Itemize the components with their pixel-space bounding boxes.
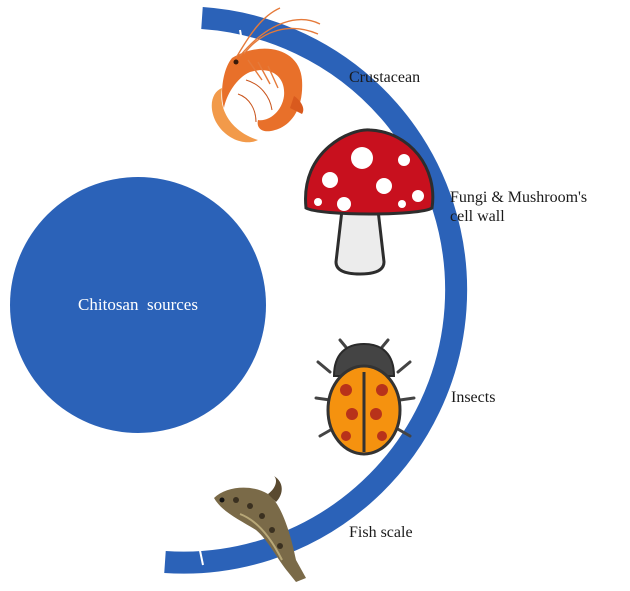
- crustacean-label: Crustacean: [349, 68, 420, 87]
- fungi-label-line2: cell wall: [450, 207, 505, 226]
- chitosan-circle: [10, 177, 266, 433]
- insects-label: Insects: [451, 388, 495, 407]
- fish-scale-label: Fish scale: [349, 523, 413, 542]
- ladybug-icon: [316, 340, 414, 454]
- fungi-label-line1: Fungi & Mushroom's: [450, 188, 587, 207]
- mushroom-icon: [306, 130, 433, 274]
